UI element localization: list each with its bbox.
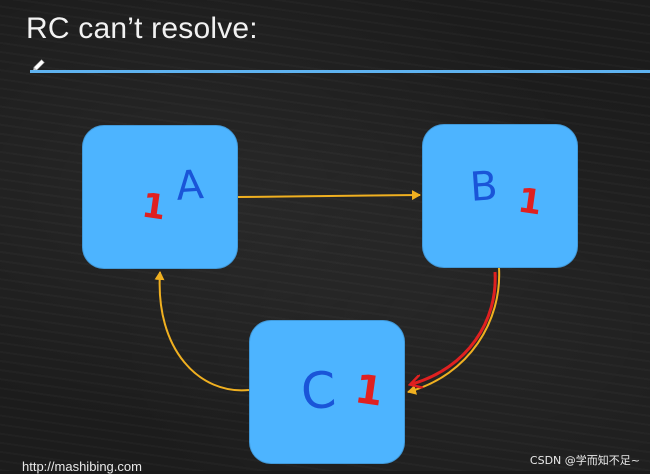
node-c: C 1	[249, 320, 405, 464]
title-underline	[30, 70, 650, 73]
edge-c-to-a	[154, 271, 250, 392]
node-b-label: B	[468, 163, 500, 211]
node-c-ref-count: 1	[351, 366, 386, 416]
edge-b-to-c	[407, 267, 501, 395]
slide-title: RC can’t resolve:	[26, 12, 258, 45]
footer-url: http://mashibing.com	[22, 459, 142, 474]
node-c-label: C	[299, 360, 338, 422]
edge-b-to-c-red	[412, 271, 497, 384]
node-b: B 1	[422, 124, 578, 268]
node-b-ref-count: 1	[515, 180, 545, 224]
node-a-label: A	[174, 162, 205, 210]
edge-a-to-b	[237, 190, 421, 201]
csdn-watermark: CSDN @学而知不足~	[529, 454, 640, 467]
node-a: 1 A	[82, 125, 238, 269]
node-a-ref-count: 1	[139, 185, 169, 229]
